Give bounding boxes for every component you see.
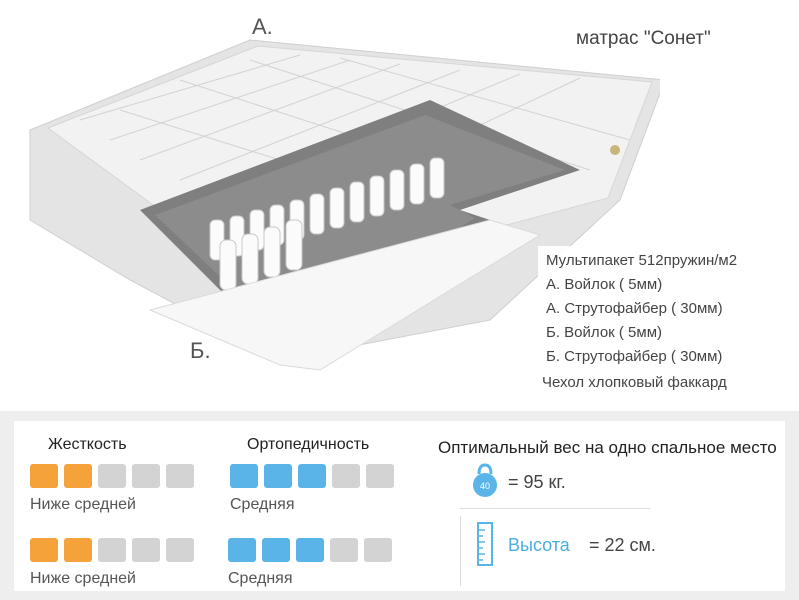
rating-segment-empty: [132, 538, 160, 562]
rating-segment-filled: [64, 538, 92, 562]
ruler-icon: [477, 522, 493, 566]
spec-item: Б. Войлок ( 5мм): [546, 324, 663, 341]
spec-item: Чехол хлопковый факкард: [542, 374, 727, 391]
height-value: = 22 см.: [589, 535, 656, 555]
rating-segment-filled: [30, 464, 58, 488]
stiffness-rating-bar: [30, 464, 194, 488]
mattress-illustration: [29, 39, 660, 371]
kettlebell-value: 40: [480, 481, 490, 491]
rating-segment-empty: [132, 464, 160, 488]
rating-segment-filled: [298, 464, 326, 488]
weight-kettlebell-icon: 40: [473, 463, 497, 497]
orthopedic-rating-bar: [228, 538, 392, 562]
orthopedic-level-label: Средняя: [228, 570, 293, 587]
optimal-weight-title: Оптимальный вес на одно спальное место: [438, 438, 777, 457]
rating-segment-empty: [366, 464, 394, 488]
layer-label-b: Б.: [190, 338, 211, 363]
rating-segment-empty: [330, 538, 358, 562]
rating-segment-filled: [228, 538, 256, 562]
specs-list: Мультипакет 512пружин/м2 А. Войлок ( 5мм…: [538, 246, 784, 396]
rating-segment-empty: [166, 464, 194, 488]
characteristics-panel: [0, 411, 799, 600]
rating-segment-filled: [264, 464, 292, 488]
product-image-area: А. Б. матрас "Сонет" Мультипакет 512пруж…: [29, 14, 784, 396]
weight-row: [460, 458, 650, 509]
height-row: [460, 516, 651, 586]
stiffness-level-label: Ниже средней: [30, 496, 136, 513]
spec-item: Мультипакет 512пружин/м2: [546, 252, 738, 269]
rating-segment-empty: [166, 538, 194, 562]
layer-label-a: А.: [252, 14, 273, 39]
rating-segment-empty: [364, 538, 392, 562]
height-label: Высота: [508, 535, 570, 555]
stiffness-rating-bar: [30, 538, 194, 562]
spec-item: А. Войлок ( 5мм): [546, 276, 663, 293]
rating-segment-filled: [30, 538, 58, 562]
orthopedic-title: Ортопедичность: [247, 436, 370, 453]
stiffness-level-label: Ниже средней: [30, 570, 136, 587]
product-title: матрас "Сонет": [576, 28, 711, 49]
weight-value: = 95 кг.: [508, 472, 566, 492]
characteristics-inner: [14, 421, 785, 591]
stiffness-title: Жесткость: [48, 436, 127, 453]
rating-segment-filled: [64, 464, 92, 488]
rating-segment-filled: [230, 464, 258, 488]
rating-segment-empty: [98, 464, 126, 488]
rating-segment-filled: [296, 538, 324, 562]
orthopedic-rating-bar: [230, 464, 394, 488]
orthopedic-level-label: Средняя: [230, 496, 295, 513]
rating-segment-empty: [98, 538, 126, 562]
spec-item: Б. Струтофайбер ( 30мм): [546, 348, 723, 365]
spec-item: А. Струтофайбер ( 30мм): [546, 300, 723, 317]
rating-segment-empty: [332, 464, 360, 488]
rating-segment-filled: [262, 538, 290, 562]
